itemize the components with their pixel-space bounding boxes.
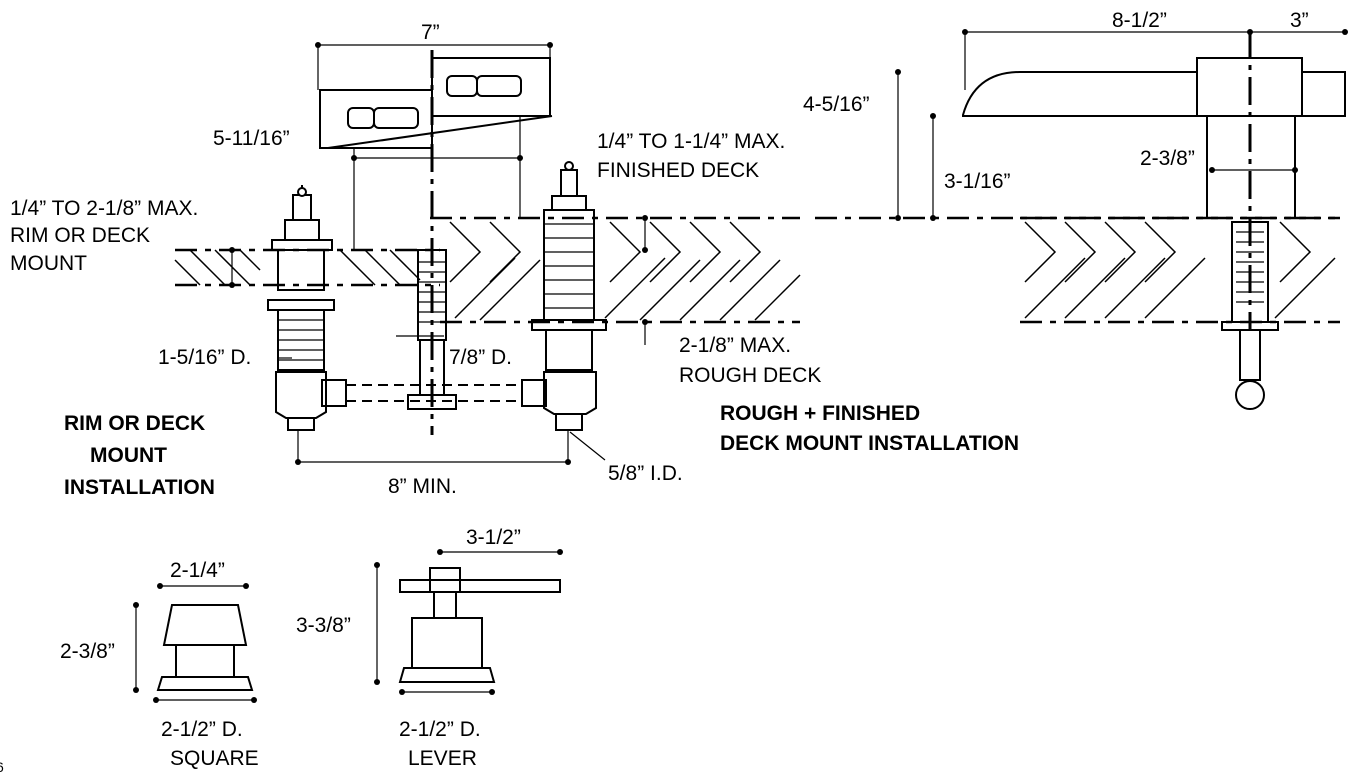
label-5-11-16: 5-11/16” [213, 127, 290, 150]
label-3-1-16: 3-1/16” [944, 170, 1011, 193]
title-rough-line2: DECK MOUNT INSTALLATION [720, 432, 1019, 455]
label-7-8-d: 7/8” D. [449, 346, 512, 369]
label-lever: LEVER [408, 747, 477, 770]
dimension-labels: 7” 5-11/16” 1/4” TO 1-1/4” MAX. FINISHED… [10, 9, 1309, 770]
label-3-1-2: 3-1/2” [466, 526, 521, 549]
label-1-5-16-d: 1-5/16” D. [158, 346, 251, 369]
label-rough-deck: ROUGH DECK [679, 364, 821, 387]
deck-slab-left [174, 248, 440, 287]
label-2-3-8-square: 2-3/8” [60, 640, 115, 663]
label-2-3-8-spout: 2-3/8” [1140, 147, 1195, 170]
deck-slab-center [430, 216, 801, 324]
label-2-1-4: 2-1/4” [170, 559, 225, 582]
label-3in: 3” [1290, 9, 1309, 32]
label-3-3-8: 3-3/8” [296, 614, 351, 637]
installation-titles: RIM OR DECK MOUNT INSTALLATION ROUGH + F… [64, 402, 1019, 499]
label-2-1-2-lever: 2-1/2” D. [399, 718, 481, 741]
label-mount: MOUNT [10, 252, 87, 275]
label-2-1-2-square: 2-1/2” D. [161, 718, 243, 741]
label-8-min: 8” MIN. [388, 475, 457, 498]
label-5-8-id: 5/8” I.D. [608, 462, 683, 485]
label-8-1-2: 8-1/2” [1112, 9, 1167, 32]
label-rim-mount-range: 1/4” TO 2-1/8” MAX. [10, 197, 198, 220]
label-rough-deck-max: 2-1/8” MAX. [679, 334, 791, 357]
title-rim-line2: MOUNT [90, 444, 167, 467]
valve-right [531, 161, 607, 431]
label-square: SQUARE [170, 747, 259, 770]
spout-side-view [815, 29, 1348, 410]
title-rim-line1: RIM OR DECK [64, 412, 205, 435]
square-handle [133, 583, 257, 703]
title-rough-line1: ROUGH + FINISHED [720, 402, 920, 425]
deck-mount-assembly [174, 42, 801, 465]
spout-body [319, 50, 553, 435]
label-rim-or-deck: RIM OR DECK [10, 224, 150, 247]
supply-tubing [321, 340, 547, 407]
label-finished-deck: FINISHED DECK [597, 159, 759, 182]
valve-left [267, 185, 335, 431]
page-mark: 6 [0, 759, 4, 773]
label-7in: 7” [421, 21, 440, 44]
dimension-lines-left [229, 42, 648, 465]
label-finished-deck-range: 1/4” TO 1-1/4” MAX. [597, 130, 785, 153]
title-rim-line3: INSTALLATION [64, 476, 215, 499]
label-4-5-16: 4-5/16” [803, 93, 870, 116]
lever-handle [374, 549, 563, 695]
